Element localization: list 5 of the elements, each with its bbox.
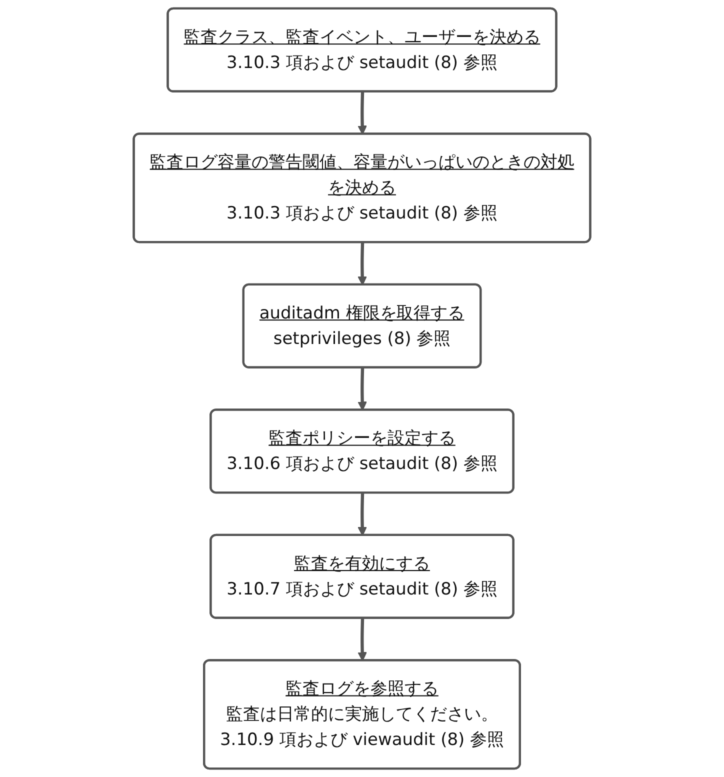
arrow	[358, 242, 367, 286]
arrow	[358, 618, 367, 662]
arrow	[358, 368, 367, 411]
arrow	[358, 92, 367, 135]
arrow	[358, 493, 367, 536]
